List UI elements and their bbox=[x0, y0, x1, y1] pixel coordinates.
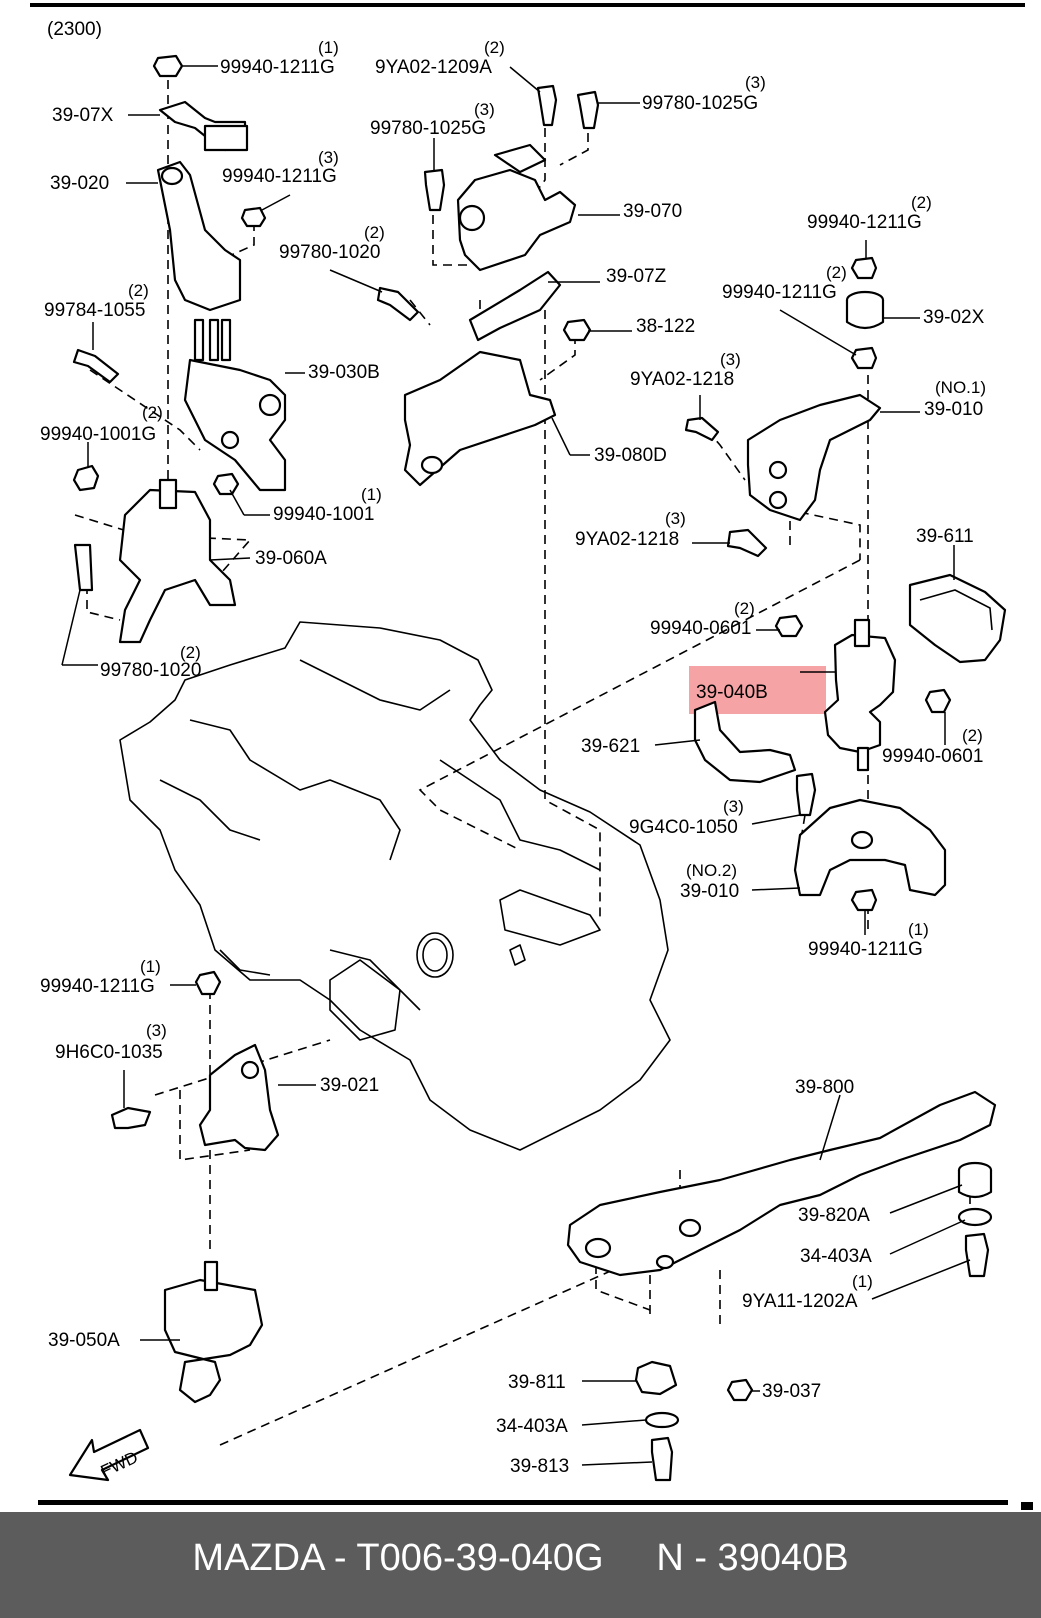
part-label: 39-07Z bbox=[606, 266, 667, 287]
bottom-border-line bbox=[38, 1500, 1008, 1505]
part-label: 39-030B bbox=[308, 362, 380, 383]
qty-label: (2) bbox=[911, 193, 932, 212]
part-label: 34-403A bbox=[496, 1416, 568, 1437]
part-label: 39-820A bbox=[798, 1205, 870, 1226]
qty-label: (2) bbox=[484, 38, 505, 57]
qty-label: (2) bbox=[128, 281, 149, 300]
qty-label: (3) bbox=[723, 797, 744, 816]
part-label: 39-07X bbox=[52, 105, 114, 126]
footer-part-number: MAZDA - T006-39-040G N - 39040B bbox=[192, 1537, 849, 1579]
corner-mark bbox=[1021, 1502, 1033, 1510]
qty-label: (1) bbox=[140, 957, 161, 976]
qty-label: (1) bbox=[361, 485, 382, 504]
qty-label: (1) bbox=[318, 38, 339, 57]
part-label: 99940-0601 bbox=[650, 618, 751, 639]
part-label: 9YA02-1209A bbox=[375, 57, 492, 78]
highlighted-part-label: 39-040B bbox=[696, 682, 768, 703]
group-code: (2300) bbox=[47, 19, 102, 40]
part-label: 99940-1211G bbox=[807, 212, 922, 233]
part-label: 99940-1001G bbox=[40, 424, 156, 445]
part-label: 39-010 bbox=[924, 399, 983, 420]
qty-label: (2) bbox=[142, 403, 163, 422]
part-label: 99940-1211G bbox=[40, 976, 155, 997]
part-label: 99940-1001 bbox=[273, 504, 374, 525]
part-label: 39-02X bbox=[923, 307, 985, 328]
qty-label: (3) bbox=[146, 1021, 167, 1040]
qty-label: (1) bbox=[908, 920, 929, 939]
qty-label: (NO.2) bbox=[686, 861, 737, 880]
qty-label: (3) bbox=[745, 73, 766, 92]
part-label: 99940-0601 bbox=[882, 746, 983, 767]
exploded-view-diagram: (2300) FWD (1) 99940-1211G (2) 9YA02-120… bbox=[40, 19, 1007, 1482]
part-label: 39-021 bbox=[320, 1075, 379, 1096]
part-label: 39-037 bbox=[762, 1381, 821, 1402]
part-labels: (1) 99940-1211G (2) 9YA02-1209A (3) 9978… bbox=[40, 38, 986, 1477]
qty-label: (NO.1) bbox=[935, 378, 986, 397]
qty-label: (2) bbox=[364, 223, 385, 242]
part-label: 99940-1211G bbox=[722, 282, 837, 303]
part-shapes bbox=[68, 54, 1007, 1482]
part-label: 39-811 bbox=[508, 1372, 566, 1393]
qty-label: (3) bbox=[318, 148, 339, 167]
part-label: 9H6C0-1035 bbox=[55, 1042, 163, 1063]
footer-bar bbox=[0, 1512, 1041, 1618]
part-label: 39-070 bbox=[623, 201, 682, 222]
qty-label: (2) bbox=[962, 726, 983, 745]
part-label: 99940-1211G bbox=[220, 57, 335, 78]
part-label: 39-020 bbox=[50, 173, 109, 194]
leader-lines bbox=[61, 65, 971, 1466]
part-label: 9G4C0-1050 bbox=[629, 817, 738, 838]
qty-label: (3) bbox=[474, 100, 495, 119]
part-label: 39-080D bbox=[594, 445, 667, 466]
qty-label: (1) bbox=[852, 1272, 873, 1291]
part-label: 99780-1020 bbox=[100, 660, 201, 681]
part-label: 39-050A bbox=[48, 1330, 120, 1351]
top-border-line bbox=[30, 3, 1025, 7]
part-label: 39-813 bbox=[510, 1456, 569, 1477]
part-label: 39-611 bbox=[916, 526, 974, 547]
part-label: 39-800 bbox=[795, 1077, 854, 1098]
part-label: 9YA11-1202A bbox=[742, 1291, 858, 1312]
part-label: 99940-1211G bbox=[808, 939, 923, 960]
part-label: 99780-1025G bbox=[370, 118, 486, 139]
qty-label: (2) bbox=[734, 599, 755, 618]
part-label: 39-621 bbox=[581, 736, 640, 757]
part-label: 99780-1025G bbox=[642, 93, 758, 114]
qty-label: (3) bbox=[720, 350, 741, 369]
part-label: 9YA02-1218 bbox=[575, 529, 679, 550]
engine-block-outline bbox=[119, 621, 671, 1151]
part-label: 99784-1055 bbox=[44, 300, 145, 321]
part-label: 99940-1211G bbox=[222, 166, 337, 187]
part-label: 9YA02-1218 bbox=[630, 369, 734, 390]
parts-diagram-sheet: (2300) FWD (1) 99940-1211G (2) 9YA02-120… bbox=[30, 3, 1033, 1510]
qty-label: (2) bbox=[826, 263, 847, 282]
part-label: 99780-1020 bbox=[279, 242, 380, 263]
part-label: 39-060A bbox=[255, 548, 327, 569]
part-label: 34-403A bbox=[800, 1246, 872, 1267]
qty-label: (2) bbox=[180, 643, 201, 662]
part-label: 38-122 bbox=[636, 316, 695, 337]
qty-label: (3) bbox=[665, 509, 686, 528]
part-label: 39-010 bbox=[680, 881, 739, 902]
